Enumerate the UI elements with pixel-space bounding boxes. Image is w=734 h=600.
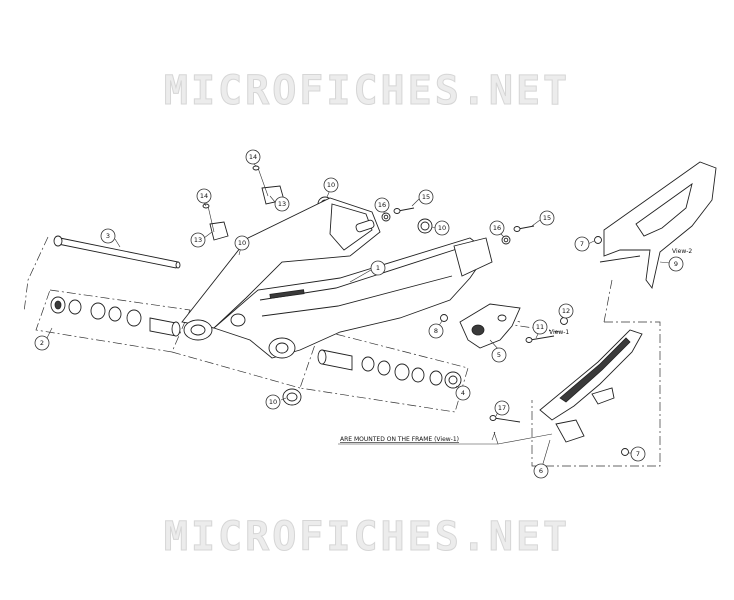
svg-text:16: 16 [378, 201, 386, 209]
bearing-set-left [50, 296, 181, 337]
svg-text:10: 10 [269, 398, 277, 406]
svg-text:2: 2 [40, 339, 44, 347]
chain-guard [599, 161, 717, 290]
callout-1: 1 [370, 260, 386, 276]
callout-15-lower: 15 [539, 210, 555, 226]
group-outline-view2 [531, 321, 661, 467]
group-outline-axle [23, 236, 49, 313]
callout-5: 5 [491, 347, 507, 363]
callout-7-upper: 7 [574, 236, 590, 252]
svg-text:9: 9 [674, 260, 678, 268]
swingarm-body [181, 197, 493, 359]
watermark-bottom: MICROFICHES.NET [163, 514, 571, 561]
callout-10-top: 10 [323, 177, 339, 193]
svg-text:13: 13 [278, 200, 286, 208]
callout-16-lower: 16 [489, 220, 505, 236]
nut-lower [501, 235, 511, 245]
svg-text:1: 1 [376, 264, 380, 272]
note-view1: View-1 [549, 329, 569, 336]
guide-bolt-lower [621, 448, 629, 456]
callout-14-left: 14 [196, 188, 212, 204]
svg-text:13: 13 [194, 236, 202, 244]
callout-15-upper: 15 [418, 189, 434, 205]
callout-10-left: 10 [234, 235, 250, 251]
callout-13-right: 13 [274, 196, 290, 212]
svg-text:3: 3 [106, 232, 110, 240]
callout-16-upper: 16 [374, 197, 390, 213]
pivot-axle [53, 235, 181, 269]
note-view2-guard: View-2 [672, 248, 692, 255]
callout-8: 8 [428, 323, 444, 339]
callout-6: 6 [533, 463, 549, 479]
callout-10-lower: 10 [265, 394, 281, 410]
caliper-bracket [459, 303, 521, 349]
bearing-set-right [317, 349, 443, 386]
dash-link-guard [603, 279, 613, 323]
svg-text:4: 4 [461, 389, 465, 397]
callout-3: 3 [100, 228, 116, 244]
callout-9: 9 [668, 256, 684, 272]
svg-text:17: 17 [498, 404, 506, 412]
svg-text:10: 10 [327, 181, 335, 189]
dust-seal-lower [282, 388, 302, 406]
bolt-lower [513, 225, 535, 232]
svg-text:14: 14 [249, 153, 257, 161]
nut-upper [381, 212, 391, 222]
svg-text:6: 6 [539, 467, 543, 475]
svg-text:8: 8 [434, 327, 438, 335]
bracket-bolt [525, 335, 555, 343]
svg-text:16: 16 [493, 224, 501, 232]
bracket-washer [440, 314, 448, 322]
chain-guide-clamp-left [202, 203, 229, 241]
callout-7-lower: 7 [630, 446, 646, 462]
svg-text:12: 12 [562, 307, 570, 315]
callout-2: 2 [34, 335, 50, 351]
callout-13-left: 13 [190, 232, 206, 248]
svg-text:10: 10 [238, 239, 246, 247]
svg-text:5: 5 [497, 351, 501, 359]
group-outline-pivot [171, 351, 301, 389]
callout-11: 11 [532, 319, 548, 335]
svg-text:11: 11 [536, 323, 544, 331]
bracket-nut [560, 317, 568, 325]
svg-text:7: 7 [580, 240, 584, 248]
callout-12: 12 [558, 303, 574, 319]
callout-14-right: 14 [245, 149, 261, 165]
callout-4: 4 [455, 385, 471, 401]
guard-bolt [594, 236, 602, 244]
guide-screw [489, 415, 521, 441]
svg-text:15: 15 [422, 193, 430, 201]
pivot-collar [444, 371, 462, 389]
svg-text:7: 7 [636, 450, 640, 458]
dust-seal-right [417, 218, 433, 234]
watermark-top: MICROFICHES.NET [163, 68, 571, 115]
svg-text:10: 10 [438, 224, 446, 232]
chain-guide [539, 329, 643, 443]
svg-text:14: 14 [200, 192, 208, 200]
bolt-upper [393, 207, 415, 214]
callout-17: 17 [494, 400, 510, 416]
callout-10-right: 10 [434, 220, 450, 236]
note-mounted-on-frame: ARE MOUNTED ON THE FRAME (View-1) [340, 436, 459, 443]
svg-text:15: 15 [543, 214, 551, 222]
group-outline-bearings-right [299, 329, 469, 413]
